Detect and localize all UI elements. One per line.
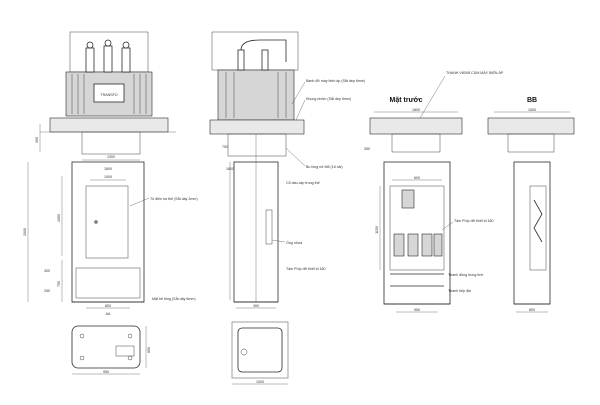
dim-1050: 1050	[57, 214, 61, 222]
view-section-bb: BB 1000 800	[487, 97, 575, 313]
dim-950: 950	[103, 370, 109, 374]
dim-2000: 2000	[23, 228, 27, 236]
label-transformer-frame: THANH V80X8 CÙM MÁY BIẾN ÁP	[446, 70, 504, 75]
side-transformer-tank	[217, 69, 295, 121]
label-busbar-right: Tấm Phíp đỡ thiết bị 180	[454, 219, 494, 223]
door-handle-icon	[94, 220, 98, 224]
dim-650: 650	[147, 347, 151, 353]
side-cable	[240, 39, 287, 62]
breaker-row	[393, 233, 443, 257]
dim-750a: 750	[57, 281, 61, 287]
bb-cabinet-body	[513, 161, 551, 305]
label-copper-bar: Thanh đồng trung tính	[448, 273, 483, 277]
dim-300b: 300	[253, 304, 259, 308]
label-grounding: Cổ dầu cáp trung thế	[286, 181, 320, 185]
plan-base-middle: 1000	[231, 321, 289, 385]
bb-platform	[487, 117, 575, 135]
label-base-cover: Mặt bê tông (Sắt dày 6mm)	[152, 296, 196, 301]
dim-250: 250	[44, 289, 50, 293]
dim-350: 350	[364, 147, 370, 151]
platform-slab	[49, 117, 169, 133]
cabinet-door	[85, 185, 129, 259]
dim-aa: AA	[106, 312, 111, 316]
front-equipment-area	[389, 185, 445, 271]
side-top-cover	[211, 31, 299, 71]
dim-300c: 300	[44, 269, 50, 273]
dim-950b: 950	[414, 308, 420, 312]
dim-1000a: 1000	[104, 175, 112, 179]
bb-cable-path	[533, 199, 543, 243]
dim-1800a: 1800	[104, 167, 112, 171]
view-front-pole: TRANSFO 2000 750 300 1050 1300 1000 800 …	[23, 31, 198, 316]
side-conduit	[265, 209, 273, 245]
dim-600: 600	[414, 176, 420, 180]
dim-1800b: 1800	[226, 167, 234, 171]
front-cabinet-body	[383, 161, 451, 305]
side-fins	[225, 72, 287, 118]
view-front-panel: Mặt trước 1800 600 1150 950 THANH V80X8 …	[369, 70, 504, 313]
pole-base-panel	[75, 267, 141, 299]
side-platform	[209, 119, 305, 135]
platform-neck	[81, 131, 141, 155]
title-front: Mặt trước	[390, 97, 423, 104]
label-cable-support: Bánh đỡ máy biến áp (Sắt dẹp 6mm)	[306, 78, 365, 83]
plan-base-left: 950 650 Mặt bê tông (Sắt dày 6mm)	[71, 296, 196, 375]
pole-body	[71, 161, 145, 303]
label-frame-plate: Khung nhôm (Sắt dẹp 6mm)	[306, 96, 351, 101]
dim-1150: 1150	[375, 226, 379, 234]
transformer-nameplate	[93, 83, 125, 103]
label-ground-bar: Thanh tiếp địa	[448, 289, 471, 293]
dim-1000c: 1000	[528, 108, 536, 112]
dim-800b: 800	[529, 308, 535, 312]
title-section: BB	[527, 97, 537, 104]
dim-300a: 300	[35, 137, 39, 143]
dim-1300: 1300	[107, 155, 115, 159]
label-busbar-left: Tấm Phíp đỡ thiết bị 180	[286, 267, 326, 271]
base-plan-outer	[231, 321, 289, 379]
nameplate-text: TRANSFO	[100, 93, 117, 97]
dim-800: 800	[105, 304, 111, 308]
dim-1000b: 1000	[256, 380, 264, 384]
main-breaker	[401, 189, 415, 209]
dim-1800c: 1800	[412, 108, 420, 112]
label-bolt: Bu lông nở M8 (16 cái)	[306, 165, 343, 169]
transformer-fins	[71, 74, 147, 114]
front-platform	[369, 117, 463, 135]
base-plan-outline	[71, 325, 141, 369]
dim-750b: 750	[222, 145, 228, 149]
bushings	[85, 39, 131, 73]
view-side: 1800 300 Bánh đỡ máy biến áp (Sắt dẹp 6m…	[209, 31, 365, 309]
label-cable-pipe: Ống nhựa	[286, 240, 302, 245]
label-cabinet: Tủ điện hạ thế (Sắt dày 2mm)	[150, 196, 198, 201]
